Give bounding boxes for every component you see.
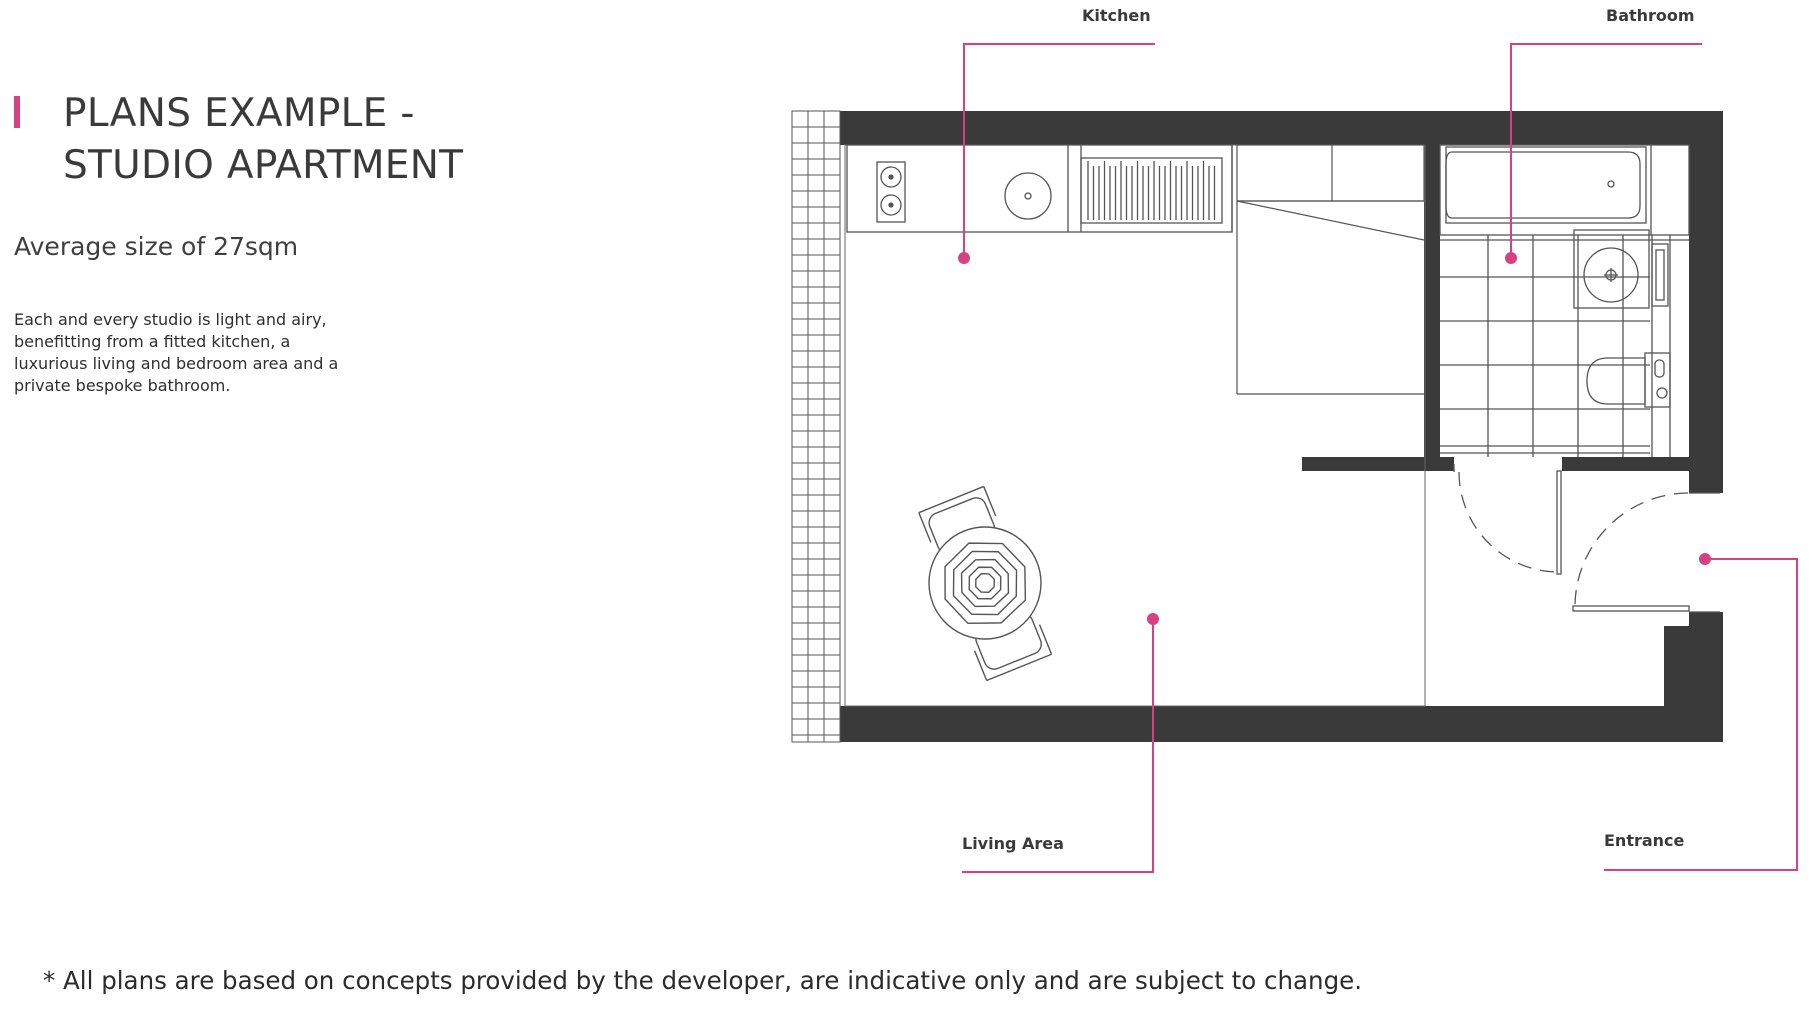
living-room-outline bbox=[844, 144, 1426, 707]
kitchen-counter bbox=[846, 144, 1233, 233]
washbasin bbox=[1573, 229, 1650, 309]
kitchen-callout-line bbox=[963, 43, 1155, 258]
wall-right-lower bbox=[1689, 612, 1723, 742]
bathtub bbox=[1445, 151, 1641, 219]
toilet bbox=[1586, 357, 1646, 405]
fridge bbox=[1080, 157, 1223, 224]
bathroom-door-leaf bbox=[1556, 470, 1562, 575]
callouts bbox=[962, 43, 1798, 873]
average-size-subtitle: Average size of 27sqm bbox=[14, 232, 299, 261]
living-dot bbox=[1147, 613, 1159, 625]
entrance-door-leaf bbox=[1572, 605, 1690, 612]
wall-bathroom-bottom-right bbox=[1562, 457, 1689, 471]
living-area-label: Living Area bbox=[962, 834, 1064, 853]
bathroom-callout-line bbox=[1510, 43, 1702, 258]
dining-table bbox=[928, 526, 1042, 640]
callout-dots bbox=[958, 252, 1711, 625]
title-accent-bar bbox=[14, 96, 20, 128]
page-title: PLANS EXAMPLE - STUDIO APARTMENT bbox=[63, 88, 463, 192]
wall-bathroom-bottom-left bbox=[1302, 457, 1454, 471]
entrance-callout-line bbox=[1604, 558, 1798, 871]
wall-right-upper bbox=[1689, 111, 1723, 493]
wall-bathroom-left bbox=[1424, 145, 1440, 467]
kitchen-label: Kitchen bbox=[1082, 6, 1151, 25]
bathroom-fixtures bbox=[1439, 144, 1690, 457]
entrance-door-swing bbox=[1574, 492, 1690, 605]
exterior-walls bbox=[840, 111, 1723, 742]
bathroom-label: Bathroom bbox=[1606, 6, 1695, 25]
wall-bottom bbox=[840, 706, 1723, 742]
wall-top bbox=[840, 111, 1723, 145]
title-line-2: STUDIO APARTMENT bbox=[63, 143, 464, 188]
entrance-dot bbox=[1699, 553, 1711, 565]
wardrobe-unit bbox=[1236, 144, 1425, 395]
title-line-1: PLANS EXAMPLE - bbox=[63, 91, 415, 136]
hob bbox=[876, 161, 906, 223]
studio-description: Each and every studio is light and airy,… bbox=[14, 310, 339, 395]
window-facade bbox=[791, 110, 841, 743]
dining-set bbox=[918, 485, 1053, 682]
hob-burner-1 bbox=[880, 166, 902, 188]
disclaimer-footnote: * All plans are based on concepts provid… bbox=[43, 966, 1362, 995]
doors bbox=[1453, 464, 1720, 613]
kitchen-dot bbox=[958, 252, 970, 264]
kitchen-sink bbox=[1004, 172, 1052, 220]
hob-burner-2 bbox=[880, 194, 902, 216]
wall-entrance-jamb bbox=[1664, 626, 1689, 716]
living-callout-line bbox=[962, 619, 1154, 873]
entrance-label: Entrance bbox=[1604, 831, 1685, 850]
bathroom-dot bbox=[1505, 252, 1517, 264]
bathroom-door-swing bbox=[1458, 471, 1558, 573]
